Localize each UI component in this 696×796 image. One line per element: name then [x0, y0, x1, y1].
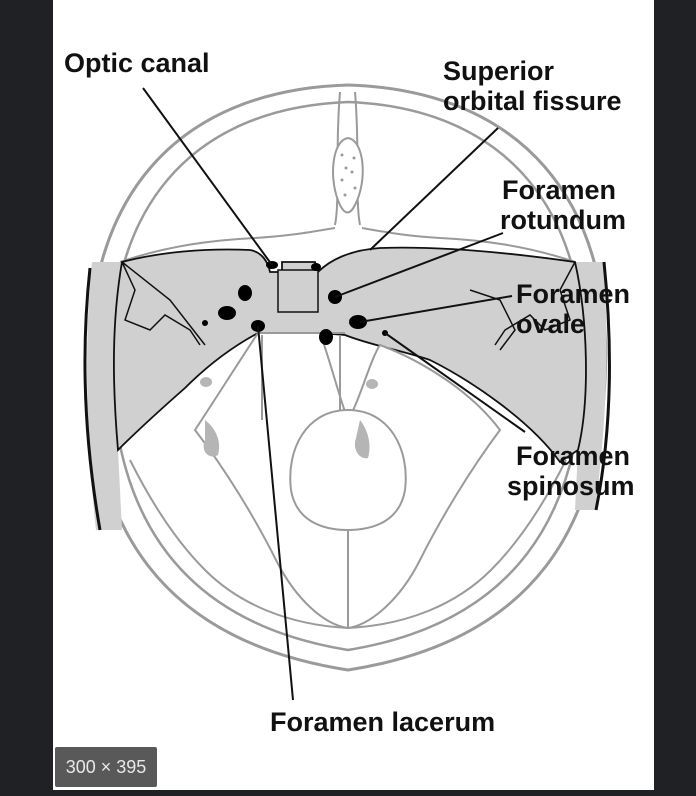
leader-optic-canal	[142, 87, 273, 266]
anterior-fossa-ridge	[119, 227, 576, 263]
label-superior-orbital-fissure-line2: orbital fissure	[443, 86, 622, 116]
sphenoid-sutures-left	[121, 261, 206, 346]
internal-acoustic-meatus-right	[366, 379, 378, 389]
lateral-wall-left	[87, 262, 122, 530]
optic-canal-right	[311, 263, 321, 271]
label-foramen-rotundum-line1: Foramen	[502, 175, 616, 205]
label-foramen-spinosum-line2: spinosum	[507, 471, 635, 501]
foramen-spinosum-left	[202, 320, 208, 326]
sphenoid-bone	[113, 246, 587, 464]
skull-outer-outline	[88, 83, 608, 672]
foramen-magnum	[289, 408, 407, 532]
label-foramen-lacerum: Foramen lacerum	[270, 707, 495, 737]
foramina	[202, 261, 388, 345]
label-optic-canal: Optic canal	[64, 48, 210, 78]
leader-foramen-spinosum	[384, 332, 526, 433]
skull-inner-outline	[110, 100, 585, 652]
foramen-ovale-left	[218, 306, 236, 320]
leader-lines	[142, 87, 526, 701]
cribriform-dots	[340, 153, 357, 197]
internal-acoustic-meatus-left	[200, 377, 212, 387]
foramen-lacerum-right	[319, 329, 333, 345]
label-foramen-ovale-line2: ovale	[516, 309, 585, 339]
leader-foramen-ovale	[359, 295, 513, 323]
foramen-rotundum-left	[238, 285, 252, 301]
crista-galli	[332, 136, 364, 214]
label-foramen-rotundum-line2: rotundum	[500, 205, 626, 235]
leader-foramen-rotundum	[334, 232, 504, 298]
label-foramen-ovale-line1: Foramen	[516, 279, 630, 309]
sella-turcica	[277, 269, 319, 313]
sphenoid-sutures-right	[469, 261, 576, 351]
skull-left-edge	[83, 267, 102, 531]
foramen-ovale-right	[349, 315, 367, 329]
leader-foramen-lacerum	[257, 325, 294, 701]
leader-superior-orbital-fissure	[369, 127, 499, 251]
skull-right-edge	[594, 261, 612, 511]
image-dimensions-badge: 300 × 395	[55, 747, 157, 787]
petrous-ridge-right	[354, 420, 370, 459]
petrous-ridge-left	[203, 420, 220, 457]
label-foramen-spinosum-line1: Foramen	[516, 441, 630, 471]
label-superior-orbital-fissure-line1: Superior	[443, 56, 555, 86]
